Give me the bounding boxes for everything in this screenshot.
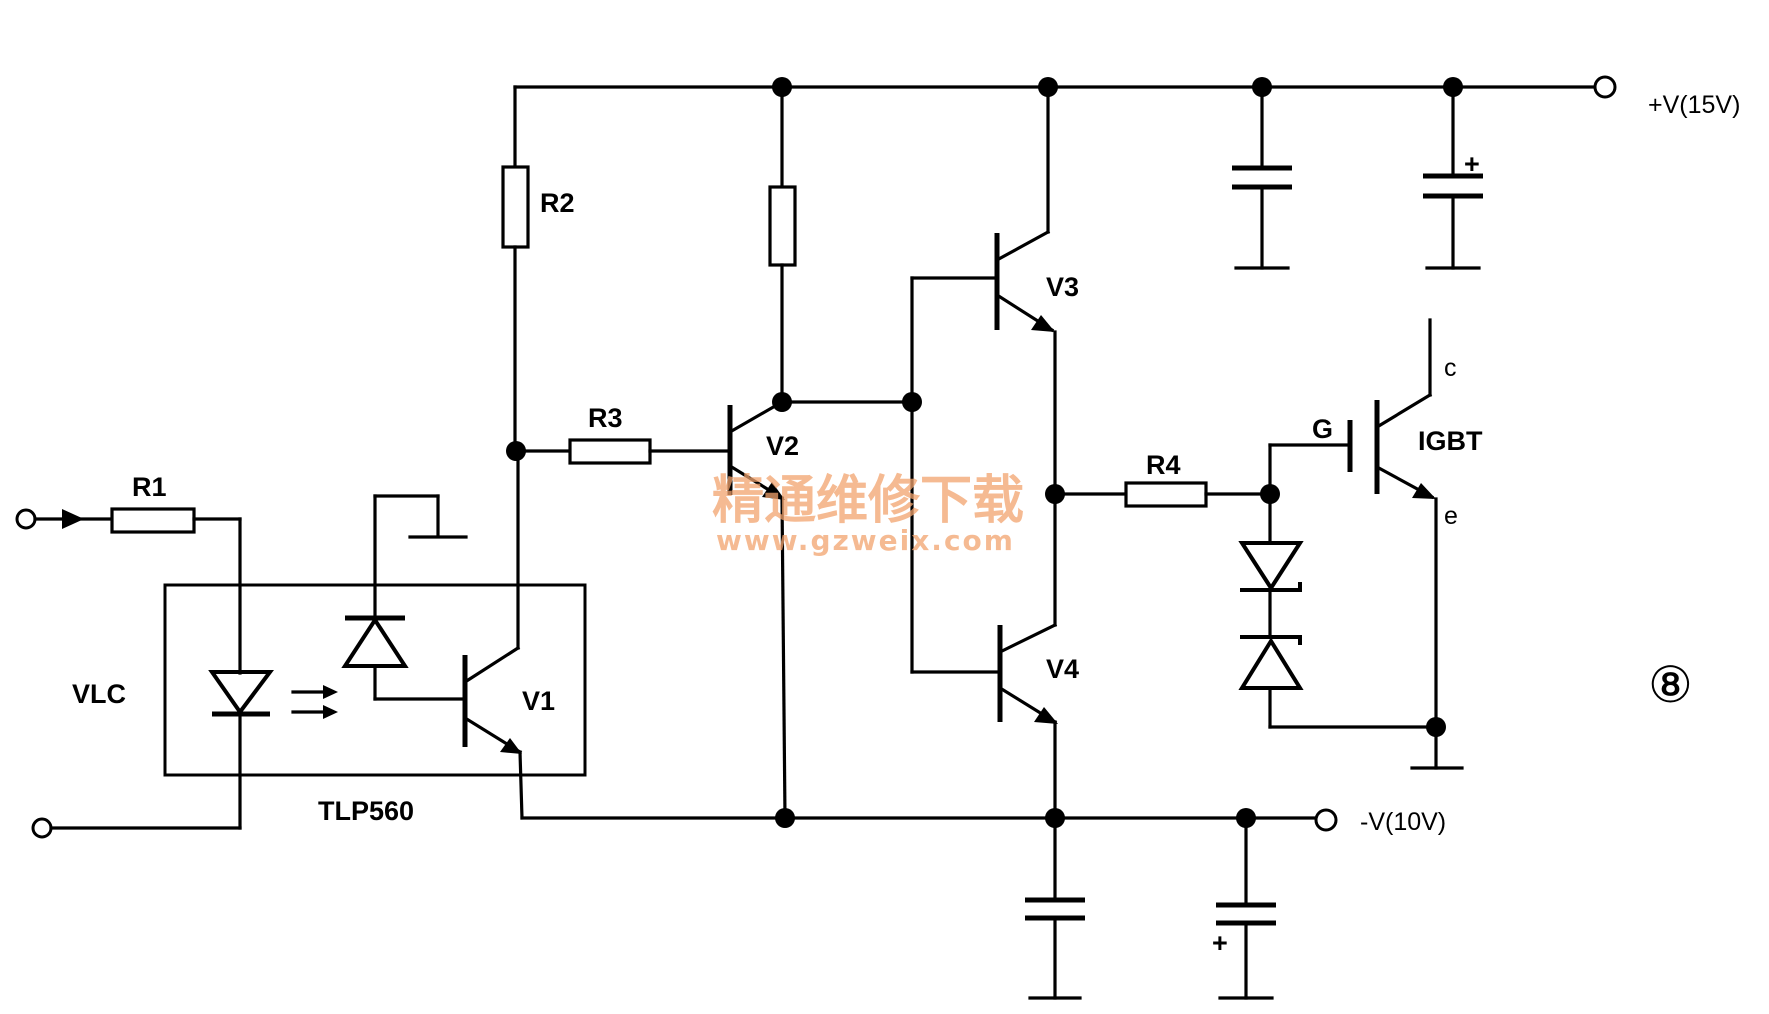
terminal-vplus: [1593, 75, 1617, 99]
junction-base-bus: [902, 392, 922, 412]
igbt: [1268, 318, 1464, 770]
transistor-v3: [994, 85, 1057, 627]
v1-label: V1: [522, 686, 555, 716]
resistor-r1: [110, 507, 242, 675]
v3-label: V3: [1046, 272, 1079, 302]
r4-label: R4: [1146, 450, 1181, 480]
resistor-r3: [514, 438, 730, 465]
junction-rail-4: [1443, 77, 1463, 97]
capacitor-top-2-electrolytic: [1423, 85, 1483, 270]
vplus-label: +V(15V): [1648, 91, 1740, 119]
figure-number: ⑧: [1648, 656, 1693, 714]
capacitor-bottom-2-electrolytic: [1216, 816, 1276, 1000]
optocoupler-tlp560: [163, 443, 587, 820]
cap-plus-top: +: [1464, 149, 1480, 179]
watermark-text: 精通维修下载: [712, 470, 1024, 531]
capacitor-top-1: [1232, 85, 1292, 270]
r3-label: R3: [588, 403, 623, 433]
resistor-r4: [1053, 481, 1272, 508]
watermark-url: www.gzweix.com: [716, 524, 1015, 557]
junction-rail-2: [1038, 77, 1058, 97]
vlc-label: VLC: [72, 679, 126, 709]
v4-label: V4: [1046, 654, 1079, 684]
v2-label: V2: [766, 431, 799, 461]
transistor-v4: [997, 622, 1058, 820]
input-terminal-bottom: [31, 710, 242, 839]
vminus-label: -V(10V): [1360, 808, 1446, 836]
junction-rail-3: [1252, 77, 1272, 97]
junction-v2-collector: [772, 392, 792, 412]
input-terminal-top: [15, 508, 114, 530]
tlp560-label: TLP560: [318, 796, 414, 826]
emitter-label: e: [1444, 502, 1458, 530]
collector-label: c: [1444, 354, 1457, 382]
transistor-v2: [727, 399, 787, 820]
resistor-v2-collector: [768, 85, 914, 404]
igbt-label: IGBT: [1418, 426, 1483, 456]
junction-rail-1: [772, 77, 792, 97]
r2-label: R2: [540, 188, 575, 218]
r1-label: R1: [132, 472, 167, 502]
resistor-r2: [501, 85, 530, 447]
cap-plus-bottom: +: [1212, 928, 1228, 958]
base-bus: [910, 276, 1000, 674]
junction-igbt-emitter: [1426, 717, 1446, 737]
zener-pair: [1238, 492, 1440, 729]
junction-v2-emitter: [775, 808, 795, 828]
gate-label: G: [1312, 414, 1333, 444]
terminal-vminus: [1314, 808, 1338, 832]
capacitor-bottom-1: [1025, 816, 1085, 1000]
